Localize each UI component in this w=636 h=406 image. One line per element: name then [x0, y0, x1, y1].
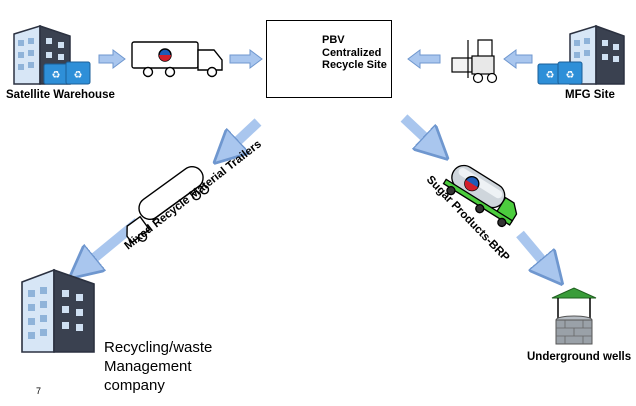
svg-text:♻: ♻ — [546, 70, 555, 81]
central-recycle-site-box — [266, 20, 392, 98]
arrow-center-to-sugar — [400, 114, 436, 148]
center-title-line-1: PBV — [322, 34, 345, 46]
forklift-icon — [451, 39, 498, 84]
arrow-mfg-to-forklift — [503, 49, 533, 69]
sugar-tank-truck-icon — [442, 164, 518, 228]
delivery-truck-icon — [131, 41, 223, 78]
mfg-recycle-bins-icon: ♻ ♻ — [537, 61, 583, 85]
mgmt-line-2: Management — [104, 358, 192, 375]
arrow-truck-to-center — [229, 49, 263, 69]
mgmt-line-3: company — [104, 377, 165, 394]
management-company-label: Recycling/waste Management company — [104, 338, 212, 395]
mfg-site-label: MFG Site — [565, 89, 615, 101]
center-title-line-3: Recycle Site — [322, 59, 387, 71]
svg-text:♻: ♻ — [74, 70, 83, 81]
satellite-recycle-bins-icon: ♻ ♻ — [43, 61, 91, 85]
svg-text:♻: ♻ — [52, 70, 61, 81]
central-recycle-site-title: PBV Centralized Recycle Site — [322, 34, 387, 72]
svg-text:♻: ♻ — [566, 70, 575, 81]
page-number: 7 — [36, 386, 42, 396]
arrow-sugar-to-wells — [516, 230, 552, 272]
tanker-trailer-icon — [126, 166, 210, 244]
arrow-satellite-to-truck — [98, 49, 126, 69]
arrow-forklift-to-center — [407, 49, 441, 69]
arrow-center-to-trailers — [226, 118, 262, 152]
mgmt-line-1: Recycling/waste — [104, 339, 213, 356]
satellite-warehouse-label: Satellite Warehouse — [6, 89, 115, 101]
center-title-line-2: Centralized — [322, 46, 382, 59]
underground-wells-label: Underground wells — [527, 351, 632, 363]
mixed-trailers-label: Mixed Recycle Material Trailers — [122, 138, 263, 252]
underground-well-icon — [551, 287, 597, 345]
management-company-building-icon — [21, 268, 95, 353]
